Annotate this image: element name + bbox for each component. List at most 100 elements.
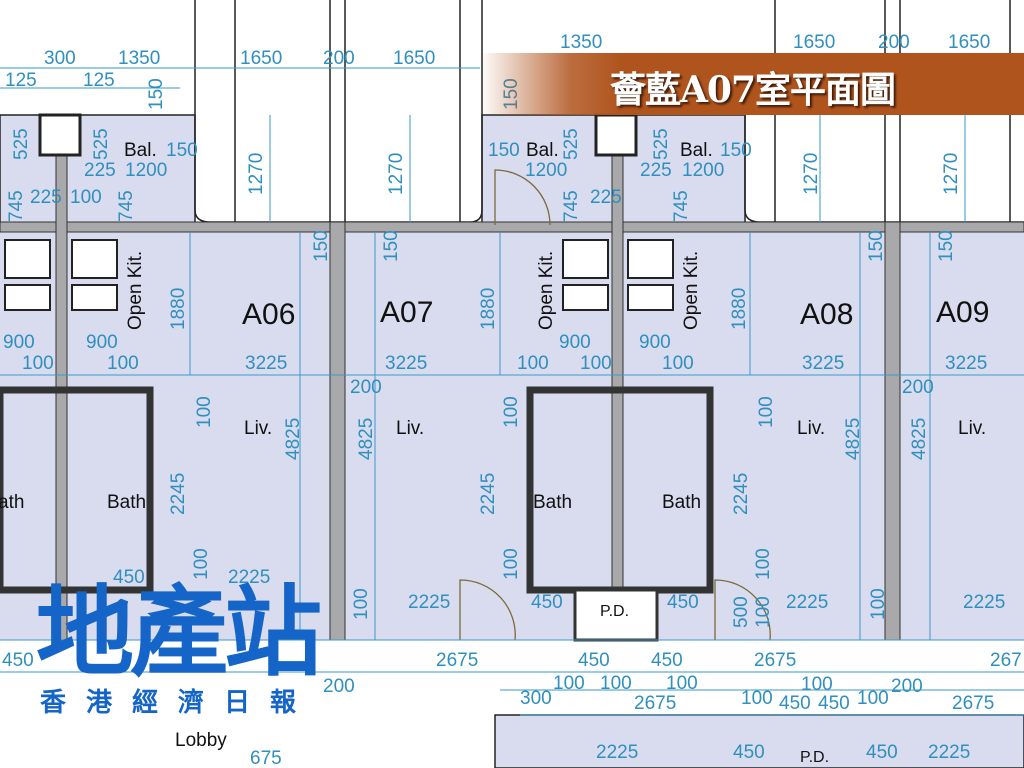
- room-label-balcony: Bal.: [526, 140, 559, 161]
- dimension-label: 100: [662, 353, 694, 374]
- room-label-living: Liv.: [396, 418, 424, 439]
- dimension-label: 900: [559, 332, 591, 353]
- dimension-label: 675: [250, 748, 282, 768]
- sink: [562, 239, 609, 279]
- hob: [4, 284, 51, 311]
- room-label-kitchen: Open Kit.: [536, 251, 557, 330]
- dimension-label: 745: [6, 190, 27, 222]
- dimension-label: 150: [166, 140, 198, 161]
- logo-sub-text: 香港經濟日報: [40, 688, 317, 718]
- unit-label-a08: A08: [800, 298, 853, 331]
- dimension-label: 450: [578, 650, 610, 671]
- dimension-label: 2675: [952, 693, 994, 714]
- dimension-label: 200: [350, 377, 382, 398]
- dimension-label: 4825: [356, 418, 377, 460]
- dimension-label: 150: [936, 230, 957, 262]
- dimension-label: 1650: [393, 48, 435, 69]
- dimension-label: 125: [83, 70, 115, 91]
- corridor-floor: [494, 714, 1024, 768]
- dimension-label: 450: [667, 592, 699, 613]
- dimension-label: 100: [666, 673, 698, 694]
- dimension-label: 225: [30, 187, 62, 208]
- dimension-label: 100: [501, 548, 522, 580]
- dimension-label: 100: [351, 588, 372, 620]
- sink: [4, 239, 51, 279]
- dimension-label: 200: [891, 676, 923, 697]
- dimension-label: 4825: [843, 418, 864, 460]
- logo-main-text: 地產站: [36, 576, 322, 690]
- room-label-bath: Bath: [533, 492, 572, 513]
- dimension-label: 525: [561, 128, 582, 160]
- unit-label-a09: A09: [936, 296, 989, 329]
- dimension-label: 2225: [786, 592, 828, 613]
- dimension-label: 500: [731, 596, 752, 628]
- dimension-label: 100: [801, 674, 833, 695]
- dimension-label: 100: [580, 353, 612, 374]
- dimension-label: 100: [857, 688, 889, 709]
- balcony-floor-left: [0, 114, 196, 226]
- dimension-label: 1270: [941, 153, 962, 195]
- dimension-label: 1880: [168, 288, 189, 330]
- room-label-kitchen: Open Kit.: [681, 251, 702, 330]
- unit-label-a07: A07: [380, 296, 433, 329]
- room-label-lobby: Lobby: [175, 730, 227, 751]
- dimension-label: 1270: [246, 153, 267, 195]
- dimension-label: 525: [651, 128, 672, 160]
- dimension-label: 1200: [125, 160, 167, 181]
- dimension-label: 100: [107, 353, 139, 374]
- dimension-label: 450: [866, 742, 898, 763]
- dimension-label: 150: [488, 140, 520, 161]
- dimension-label: 745: [561, 190, 582, 222]
- dimension-label: 2225: [408, 592, 450, 613]
- duct: [594, 113, 638, 157]
- dimension-label: 225: [590, 187, 622, 208]
- dimension-label: 200: [323, 676, 355, 697]
- dimension-label: 200: [902, 377, 934, 398]
- dimension-label: 525: [11, 128, 32, 160]
- dimension-label: 100: [70, 187, 102, 208]
- dimension-label: 2225: [928, 742, 970, 763]
- dimension-label: 100: [753, 548, 774, 580]
- dimension-label: 3225: [385, 353, 427, 374]
- dimension-label: 2245: [168, 473, 189, 515]
- dimension-label: 450: [651, 650, 683, 671]
- dimension-label: 2245: [731, 473, 752, 515]
- dimension-label: 2225: [596, 742, 638, 763]
- dimension-label: 745: [116, 190, 137, 222]
- dimension-label: 200: [323, 48, 355, 69]
- unit-label-a06: A06: [242, 298, 295, 331]
- dimension-label: 100: [22, 353, 54, 374]
- dimension-label: 100: [600, 673, 632, 694]
- dimension-label: 2675: [634, 693, 676, 714]
- dimension-label: 100: [501, 396, 522, 428]
- dimension-label: 4825: [283, 418, 304, 460]
- dimension-label: 100: [741, 688, 773, 709]
- hob: [71, 284, 118, 311]
- dimension-label: 150: [720, 140, 752, 161]
- dimension-label: 100: [756, 396, 777, 428]
- dimension-label: 450: [2, 650, 34, 671]
- unit-floor-a09: [900, 225, 1024, 640]
- room-label-bath: Bath: [107, 492, 146, 513]
- dimension-label: 2675: [436, 650, 478, 671]
- dimension-label: 2225: [963, 592, 1005, 613]
- dimension-label: 1880: [478, 288, 499, 330]
- dimension-label: 3225: [945, 353, 987, 374]
- sink: [627, 239, 674, 279]
- dimension-label: 100: [553, 673, 585, 694]
- dimension-label: 225: [84, 160, 116, 181]
- dimension-label: 3225: [245, 353, 287, 374]
- room-labels: A06 A07 A08 A09 Bal. Bal. Bal. Open Kit.…: [0, 140, 989, 766]
- room-label-balcony: Bal.: [124, 140, 157, 161]
- room-label-pd: P.D.: [600, 603, 629, 620]
- dimension-label: 150: [311, 230, 332, 262]
- dimension-label: 450: [818, 693, 850, 714]
- dimension-label: 4825: [909, 418, 930, 460]
- dimension-label: 1650: [948, 32, 990, 53]
- dimension-label: 1200: [525, 160, 567, 181]
- dimension-label: 3225: [802, 353, 844, 374]
- dimension-label: 1350: [560, 32, 602, 53]
- dimension-label: 2245: [478, 473, 499, 515]
- dimension-label: 150: [866, 230, 887, 262]
